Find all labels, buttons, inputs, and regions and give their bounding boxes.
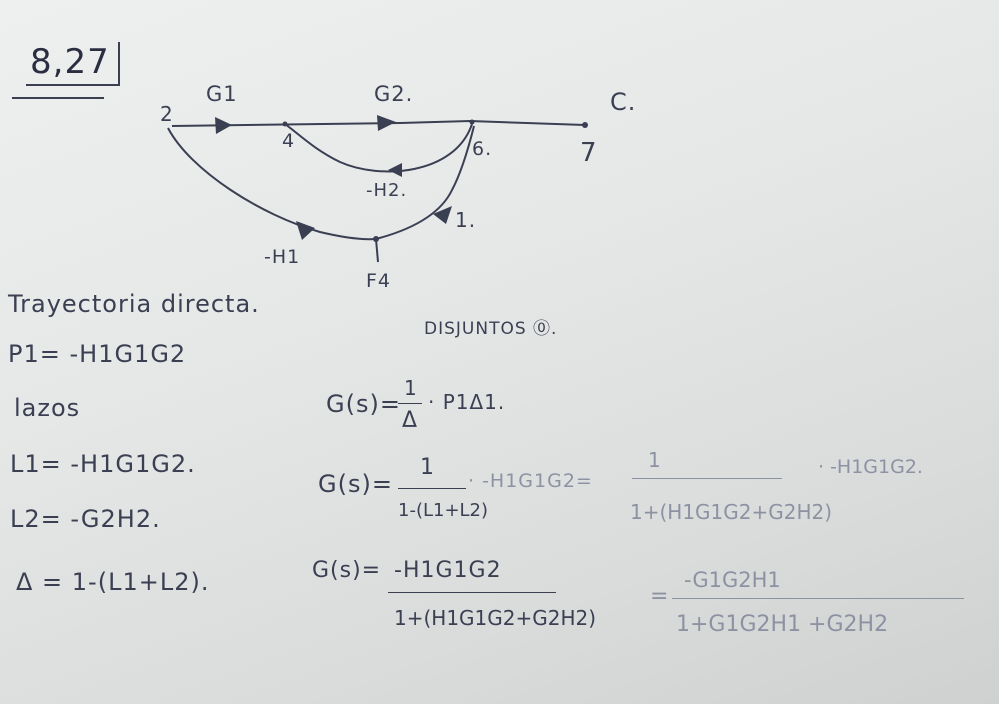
arrow-one xyxy=(433,206,452,224)
feedback-h2-curve xyxy=(284,123,473,173)
trayectoria-heading: Trayectoria directa. xyxy=(8,290,260,318)
gs1-denominator: Δ xyxy=(402,408,419,433)
node-7-dot xyxy=(582,122,588,128)
branch-neg-h2-label: -H2. xyxy=(366,180,408,201)
gs3-fraction-bar xyxy=(388,592,556,593)
node-f4-label: F4 xyxy=(366,270,392,292)
f4-stub xyxy=(375,238,379,263)
l1-equation: L1= -H1G1G2. xyxy=(10,450,196,478)
branch-one-curve xyxy=(375,125,475,240)
gs2-numerator: 1 xyxy=(420,455,435,480)
node-4-label: 4 xyxy=(282,130,296,152)
lazos-heading: lazos xyxy=(14,394,81,422)
gs2-numerator-2: 1 xyxy=(648,448,662,472)
node-f4-dot xyxy=(373,236,379,242)
arrow-h2 xyxy=(388,163,402,177)
gs2-denominator: 1-(L1+L2) xyxy=(398,500,489,521)
arrow-g2 xyxy=(377,115,396,131)
branch-g2-label: G2. xyxy=(374,82,414,106)
gs3-lhs: G(s)= xyxy=(312,558,382,583)
gs3-denominator: 1+(H1G1G2+G2H2) xyxy=(394,606,597,630)
p1-equation: P1= -H1G1G2 xyxy=(8,340,187,368)
problem-underline-extra xyxy=(12,97,104,99)
gs3-numerator-2: -G1G2H1 xyxy=(684,568,781,592)
gs1-numerator: 1 xyxy=(404,376,418,400)
gs2-fraction-bar-2 xyxy=(632,478,782,479)
gs2-lhs: G(s)= xyxy=(318,470,393,498)
branch-g1-label: G1 xyxy=(206,82,238,106)
output-c-label: C. xyxy=(610,88,637,116)
branch-one-label: 1. xyxy=(455,208,477,232)
problem-number: 8,27 xyxy=(26,42,120,86)
gs1-rest: · P1Δ1. xyxy=(428,390,506,414)
gs1-fraction-bar xyxy=(398,403,422,404)
l2-equation: L2= -G2H2. xyxy=(10,505,161,533)
node-7-label: 7 xyxy=(580,138,598,168)
node-6-dot xyxy=(469,119,475,125)
node-6-label: 6. xyxy=(472,138,493,160)
delta-equation: Δ = 1-(L1+L2). xyxy=(16,568,210,596)
node-4-dot xyxy=(282,121,288,127)
gs3-equals: = xyxy=(650,584,670,609)
disjuntos-note: DISJUNTOS ⓪. xyxy=(424,319,558,339)
arrow-h1 xyxy=(296,221,315,240)
feedback-h1-curve xyxy=(167,127,377,241)
gs1-lhs: G(s)= xyxy=(326,390,401,418)
gs2-denominator-2: 1+(H1G1G2+G2H2) xyxy=(630,500,833,524)
gs2-rest-2: · -H1G1G2. xyxy=(818,456,923,478)
arrow-g1 xyxy=(215,117,232,134)
gs2-fraction-bar xyxy=(398,488,466,489)
node-2-label: 2 xyxy=(160,102,174,126)
gs3-denominator-2: 1+G1G2H1 +G2H2 xyxy=(676,612,889,637)
gs3-fraction-bar-2 xyxy=(672,598,964,599)
gs2-rest: · -H1G1G2= xyxy=(468,470,593,492)
gs3-numerator: -H1G1G2 xyxy=(394,558,502,583)
branch-neg-h1-label: -H1 xyxy=(264,246,301,268)
